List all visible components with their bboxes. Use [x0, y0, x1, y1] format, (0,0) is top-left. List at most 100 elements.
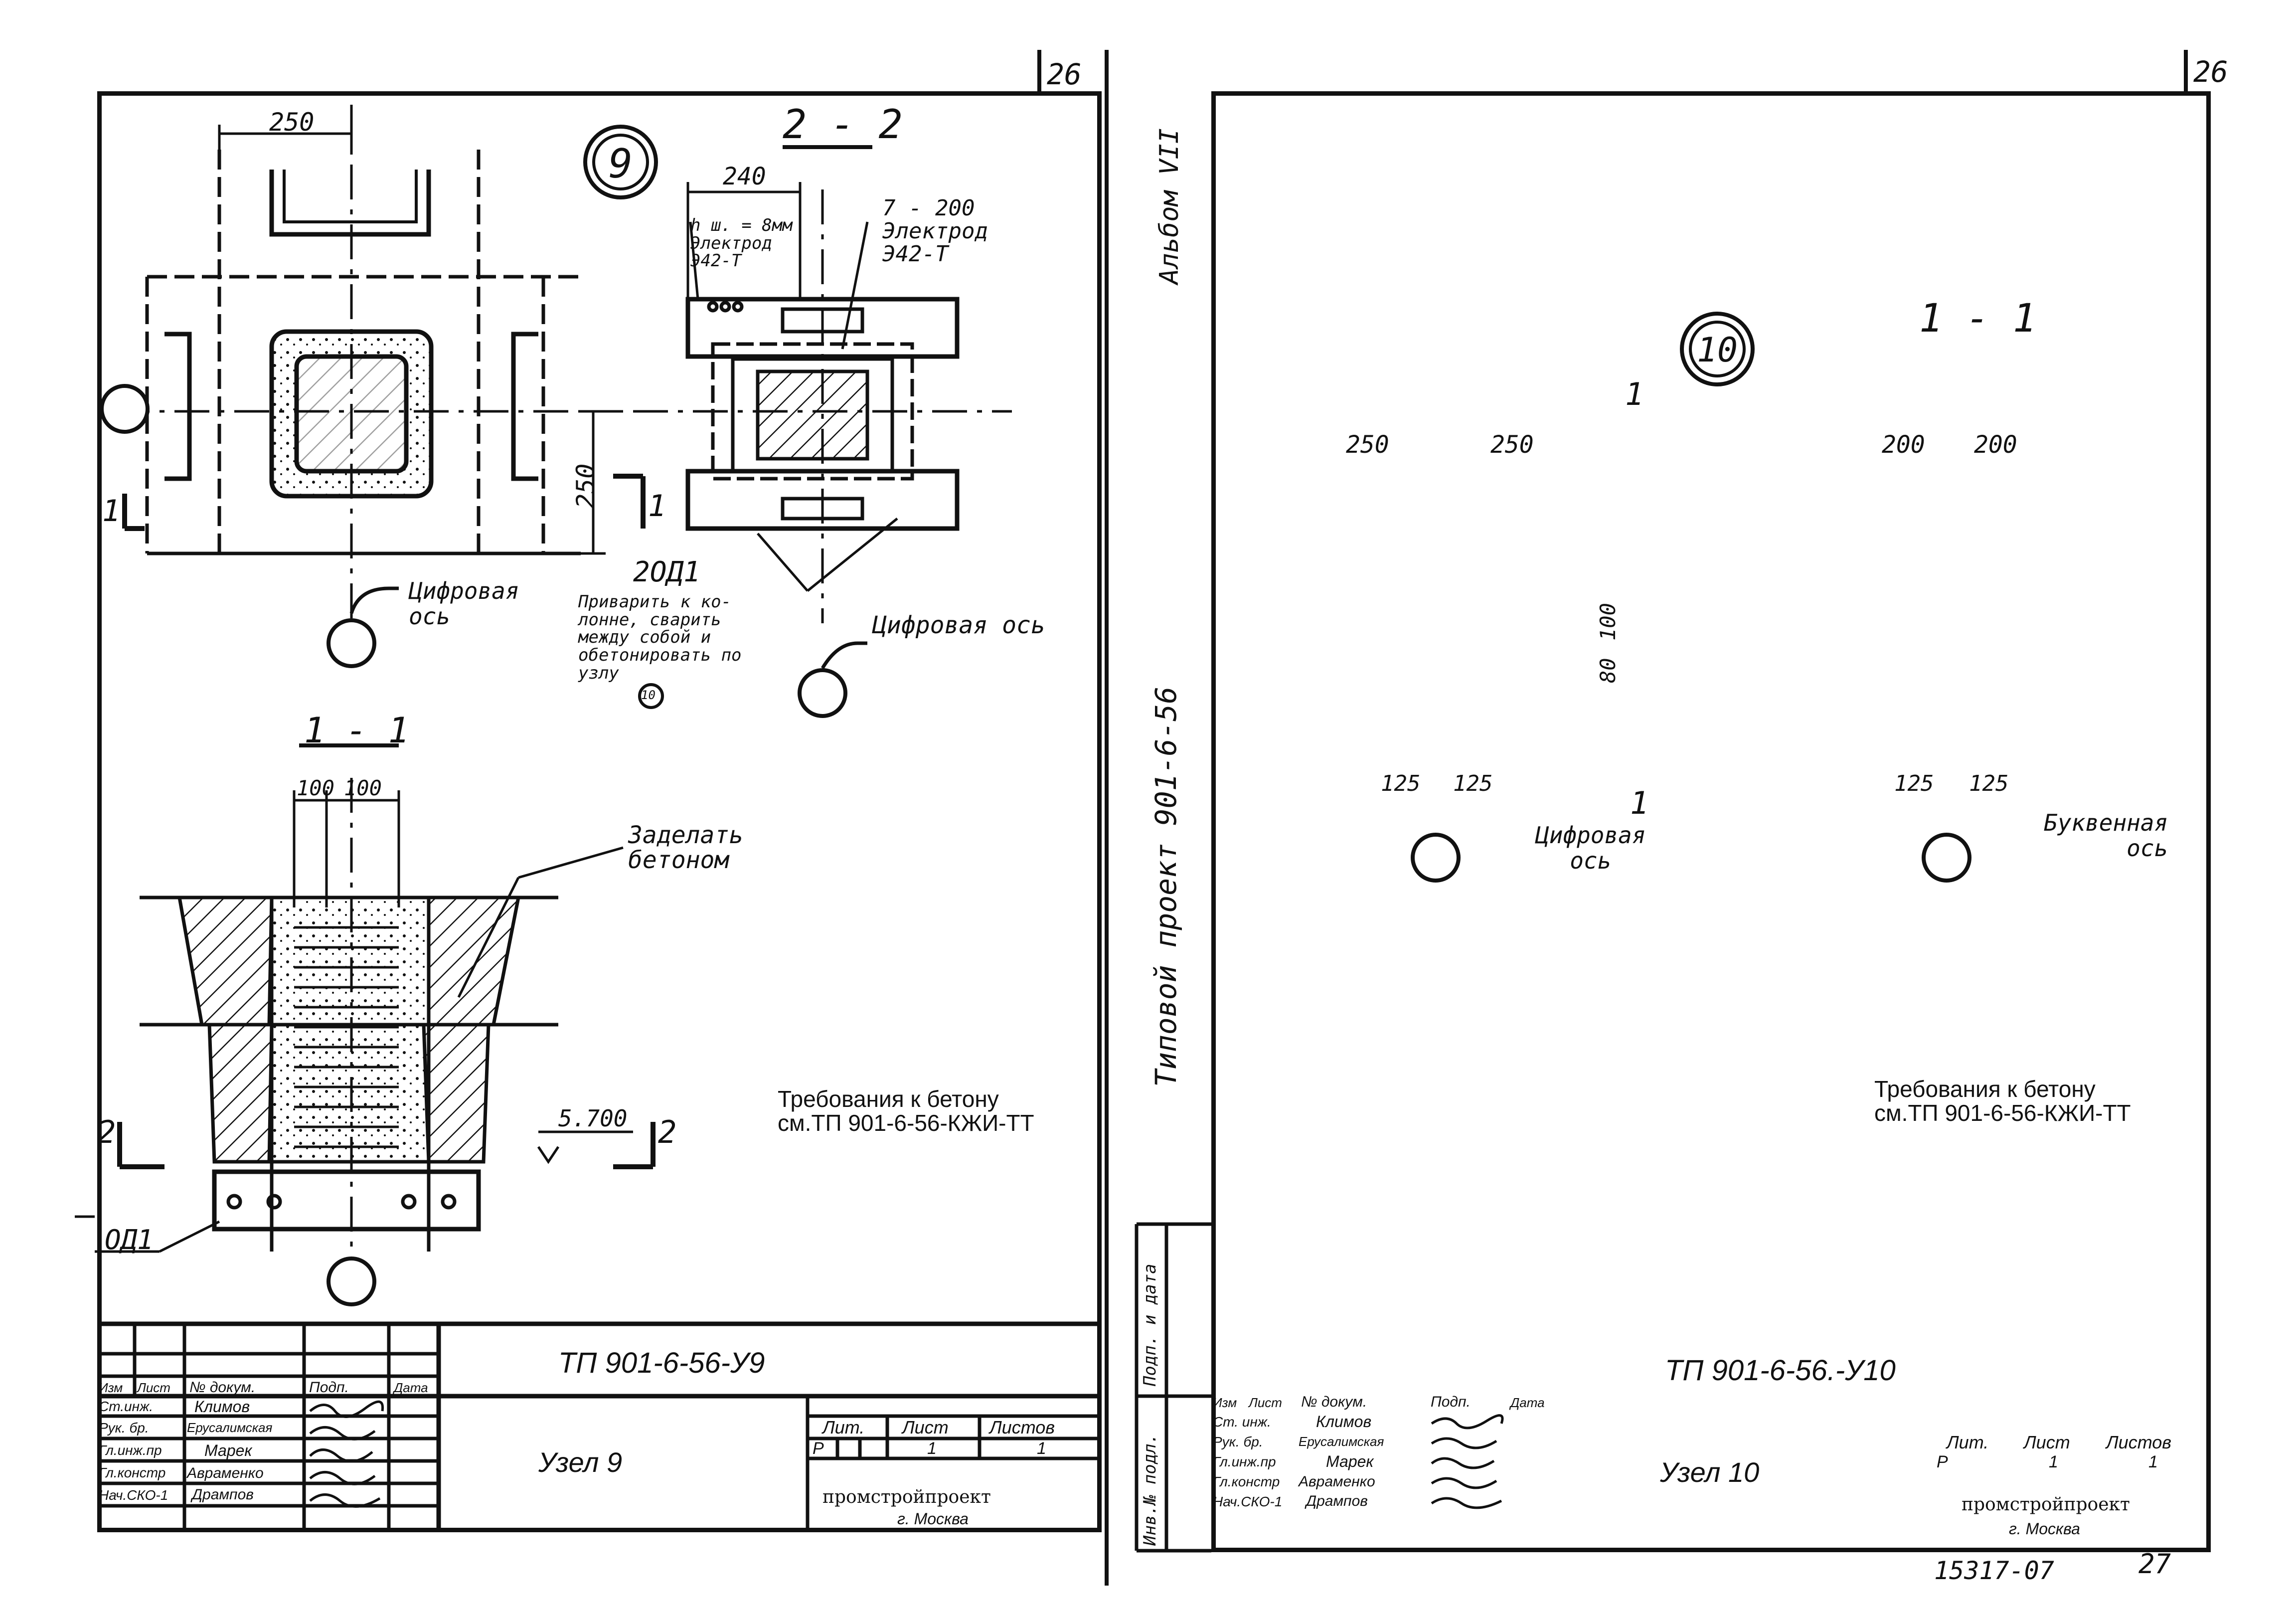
- left-tb-list-h: Лист: [902, 1417, 949, 1438]
- node-10-label: 10: [1697, 331, 1738, 370]
- left-tb-h1: Лист: [137, 1380, 170, 1395]
- right-tb-city: г. Москва: [2009, 1520, 2080, 1538]
- left-tb-org: промстройпроект: [822, 1487, 991, 1507]
- right-tb-lists-h: Листов: [2106, 1432, 2172, 1452]
- node-9-label: 9: [608, 141, 633, 187]
- node-10-ref: 10: [641, 688, 656, 702]
- archive-number: 15317-07: [1934, 1556, 2054, 1585]
- node-10-symbol: [1680, 312, 1755, 386]
- section-2-2-axis-label: Цифровая ось: [872, 611, 1045, 639]
- album-label-vertical: Альбом VII: [1154, 128, 1184, 284]
- plan-axis-label: Цифровая ось: [409, 577, 519, 630]
- right-tb-org: промстройпроект: [1962, 1494, 2130, 1515]
- r-section-b-dim-bot-right: 125: [1969, 771, 2009, 796]
- right-tb-role-0: Ст. инж.: [1213, 1414, 1271, 1430]
- stamp-inv-label: Инв.№ подл.: [1140, 1433, 1160, 1546]
- axis-circle-1-1: [327, 1257, 376, 1306]
- right-tb-signatures: [1431, 1414, 1504, 1509]
- section-2-2: [633, 145, 1012, 669]
- plan-section-mark-right: 1: [648, 489, 666, 524]
- left-sheet-number: 26: [1047, 57, 1082, 91]
- left-tb-h0: Изм: [99, 1380, 123, 1395]
- right-sheet-number: 26: [2193, 55, 2228, 89]
- page-number: 27: [2138, 1548, 2171, 1580]
- section-2-mark-left: 2: [97, 1114, 116, 1150]
- right-tb-person-3: Авраменко: [1299, 1473, 1375, 1490]
- right-tb-lit-h: Лит.: [1947, 1432, 1989, 1452]
- elevation-mark: 5.700: [558, 1105, 628, 1132]
- right-tb-h0: Изм: [1213, 1395, 1237, 1410]
- plan-dim-right: 250: [571, 463, 600, 509]
- section-2-mark-right: 2: [658, 1114, 677, 1150]
- node-9-symbol: [583, 125, 658, 199]
- right-tb-role-3: Гл.констр: [1213, 1474, 1280, 1489]
- part-2od1-label: 2ОД1: [633, 556, 700, 588]
- left-tb-person-0: Климов: [194, 1398, 250, 1416]
- left-tb-name: Узел 9: [538, 1446, 623, 1478]
- right-tb-h3: Подп.: [1431, 1394, 1471, 1410]
- r-section-a-dim-v2: 80: [1596, 658, 1620, 683]
- right-tb-h4: Дата: [1510, 1395, 1545, 1410]
- stamp-sign-date-label: Подп. и дата: [1140, 1263, 1160, 1386]
- right-tb-code: ТП 901-6-56.-У10: [1665, 1354, 1896, 1387]
- left-tb-h4: Дата: [394, 1380, 428, 1395]
- right-stamp-column: [1135, 1222, 1211, 1553]
- left-tb-h2: № докум.: [189, 1379, 256, 1396]
- axis-circle-plan-left: [100, 384, 150, 434]
- left-tb-list: 1: [927, 1439, 937, 1458]
- right-tb-person-2: Марек: [1326, 1452, 1374, 1470]
- left-tb-lit: Р: [813, 1439, 824, 1458]
- right-tb-h1: Лист: [1249, 1395, 1282, 1410]
- plan-section-mark-left: 1: [102, 494, 121, 529]
- axis-circle-plan-bottom: [327, 618, 376, 668]
- right-tb-list-h: Лист: [2024, 1432, 2070, 1452]
- section-2-2-title: 2 - 2: [783, 101, 903, 148]
- right-tb-h2: № докум.: [1301, 1394, 1367, 1410]
- r-section-b-dim-right: 200: [1974, 431, 2017, 459]
- left-tb-role-4: Нач.СКО-1: [99, 1487, 168, 1503]
- left-tb-code: ТП 901-6-56-У9: [558, 1347, 765, 1379]
- left-tb-signatures: [309, 1400, 384, 1508]
- left-tb-role-3: Гл.констр: [99, 1465, 166, 1480]
- r-section-a-dim-bot-right: 125: [1453, 771, 1493, 796]
- section-1-1-dim-left: 100: [297, 776, 334, 800]
- left-tb-role-0: Ст.инж.: [99, 1399, 154, 1414]
- r-section-a-dim-left: 250: [1346, 431, 1389, 459]
- r-section-a-dim-bot-left: 125: [1381, 771, 1421, 796]
- axis-circle-2-2: [798, 668, 847, 718]
- right-tb-list: 1: [2049, 1452, 2058, 1471]
- section-2-2-weld-right: 7 - 200 Электрод Э42-Т: [882, 195, 988, 267]
- r-axis-circle-a: [1411, 833, 1461, 883]
- left-tb-person-4: Дрампов: [192, 1486, 254, 1503]
- project-title-vertical: Типовой проект 901-6-56: [1149, 686, 1183, 1087]
- plan-view: [115, 105, 646, 618]
- r-axis-circle-b: [1922, 833, 1971, 883]
- left-concrete-requirements: Требования к бетону см.ТП 901-6-56-КЖИ-Т…: [778, 1086, 1034, 1136]
- r-section-a-mark-bottom: 1: [1630, 785, 1649, 821]
- right-tb-role-4: Нач.СКО-1: [1213, 1494, 1283, 1509]
- left-tb-h3: Подп.: [309, 1379, 349, 1396]
- r-section-a-dim-v1: 100: [1596, 603, 1620, 641]
- right-tb-person-4: Дрампов: [1306, 1493, 1368, 1509]
- r-section-a-mark-top: 1: [1625, 376, 1644, 412]
- node-10-ref-circle: [638, 683, 664, 709]
- section-2-2-weld-left: h ш. = 8мм Электрод Э42-Т: [690, 215, 793, 271]
- left-tb-lists: 1: [1037, 1439, 1046, 1458]
- left-sheet: [97, 91, 1102, 1532]
- section-2-2-dim: 240: [723, 163, 766, 190]
- section-1-1-note: Заделать бетоном: [628, 821, 744, 875]
- right-tb-role-1: Рук. бр.: [1213, 1434, 1263, 1449]
- right-tb-role-2: Гл.инж.пр: [1213, 1454, 1276, 1469]
- r-section-a-axis-label: Цифровая ось: [1535, 822, 1646, 874]
- left-tb-lists-h: Листов: [989, 1417, 1055, 1438]
- section-1-1-left: [75, 743, 656, 1257]
- part-2od1-note: Приварить к ко- лонне, сварить между соб…: [578, 592, 742, 683]
- left-tb-role-2: Гл.инж.пр: [99, 1442, 162, 1458]
- section-1-1-dim-right: 100: [344, 776, 382, 800]
- part-od1-label: ОД1: [105, 1224, 154, 1256]
- left-tb-person-1: Ерусалимская: [187, 1420, 273, 1435]
- r-section-b-dim-bot-left: 125: [1894, 771, 1934, 796]
- section-1-1-title-left: 1 - 1: [304, 710, 409, 751]
- r-section-b-dim-left: 200: [1882, 431, 1925, 459]
- left-tb-lit-h: Лит.: [822, 1417, 865, 1438]
